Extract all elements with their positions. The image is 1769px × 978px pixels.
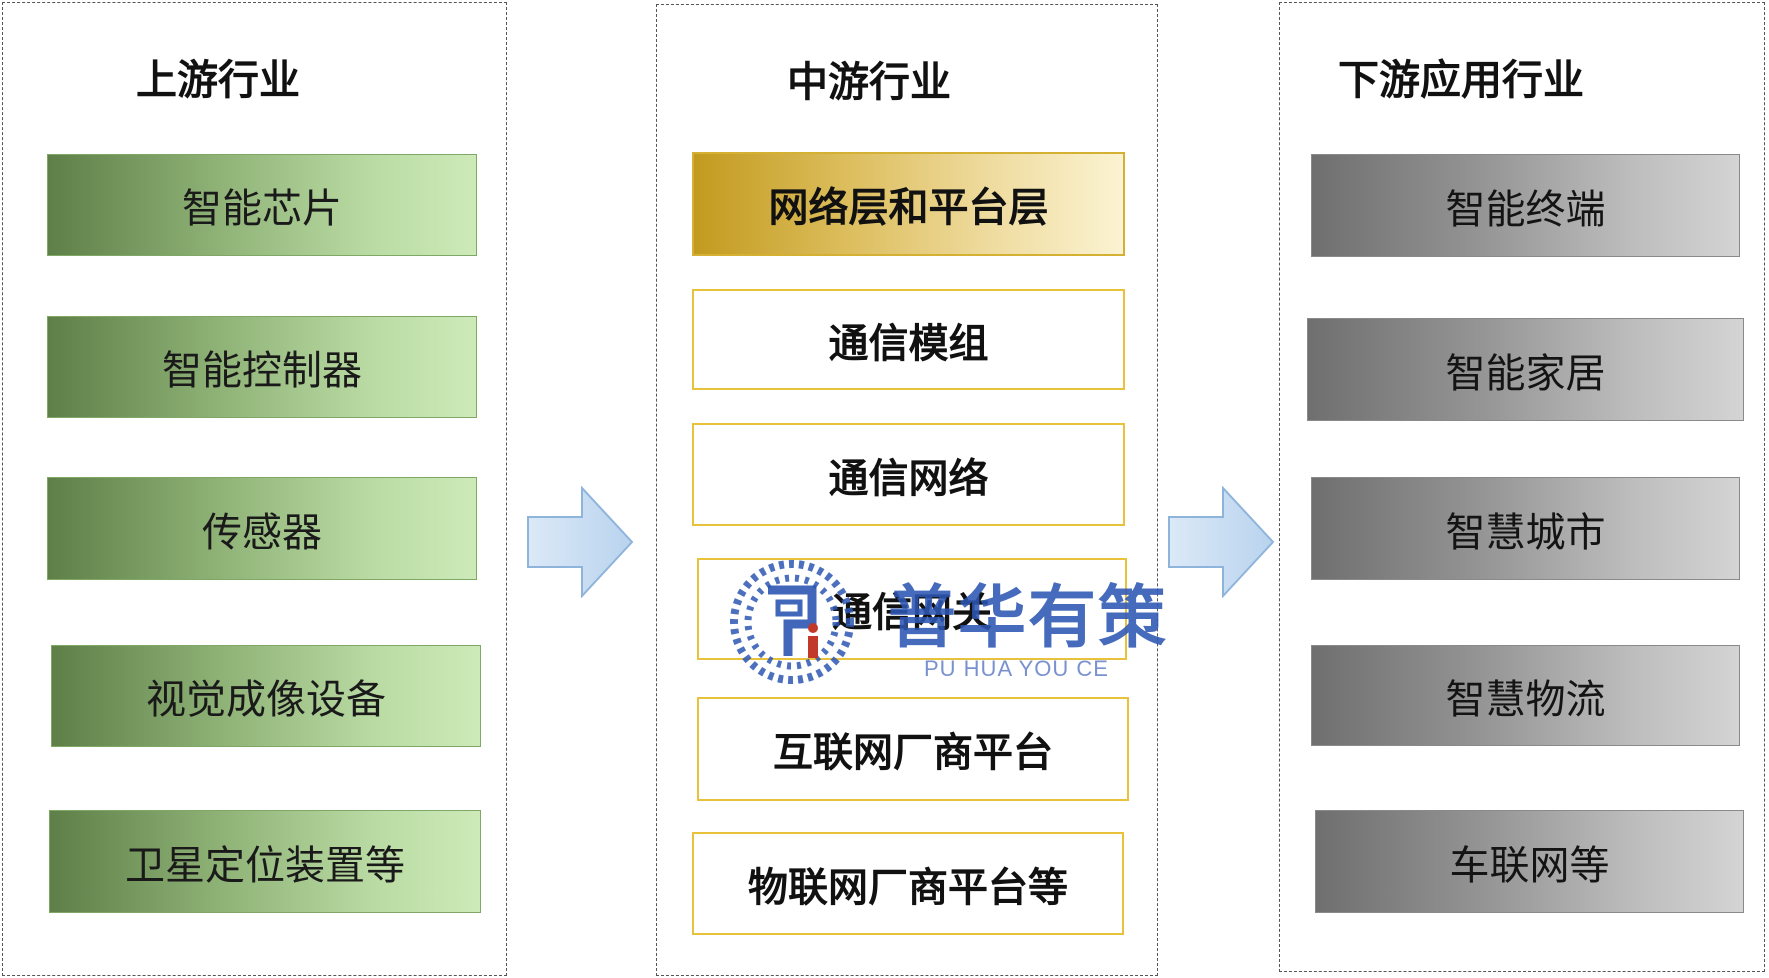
downstream-column <box>1279 2 1765 972</box>
upstream-title: 上游行业 <box>136 56 300 104</box>
downstream-item: 车联网等 <box>1315 810 1744 913</box>
upstream-column <box>2 2 507 976</box>
upstream-item: 智能芯片 <box>47 154 477 256</box>
midstream-item-highlight: 网络层和平台层 <box>692 152 1125 256</box>
downstream-item: 智能家居 <box>1307 318 1744 421</box>
upstream-item: 智能控制器 <box>47 316 477 418</box>
downstream-title: 下游应用行业 <box>1338 56 1584 104</box>
midstream-item: 通信网络 <box>692 423 1125 526</box>
midstream-title: 中游行业 <box>787 58 951 106</box>
flow-arrow-icon <box>527 486 634 598</box>
downstream-item: 智能终端 <box>1311 154 1740 257</box>
upstream-item: 卫星定位装置等 <box>49 810 481 913</box>
flow-arrow-icon <box>1168 486 1275 598</box>
midstream-item: 互联网厂商平台 <box>697 697 1129 801</box>
midstream-item: 通信模组 <box>692 289 1125 390</box>
upstream-item: 视觉成像设备 <box>51 645 481 747</box>
downstream-item: 智慧城市 <box>1311 477 1740 580</box>
midstream-column <box>656 4 1158 976</box>
downstream-item: 智慧物流 <box>1311 645 1740 746</box>
midstream-item: 物联网厂商平台等 <box>692 832 1124 935</box>
midstream-item: 通信网关 <box>697 558 1127 660</box>
upstream-item: 传感器 <box>47 477 477 580</box>
